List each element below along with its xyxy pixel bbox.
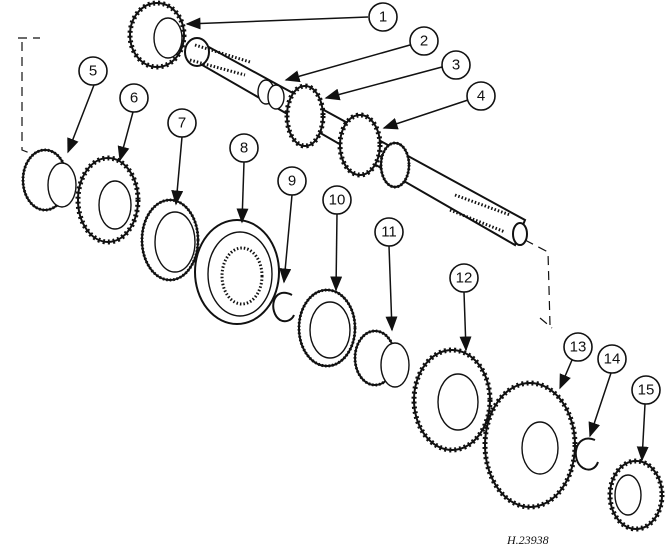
callout-label: 15 bbox=[638, 382, 655, 399]
callout-4: 4 bbox=[466, 81, 496, 111]
gear-3 bbox=[284, 83, 326, 149]
part-1-gear bbox=[127, 0, 187, 70]
callout-label: 3 bbox=[452, 57, 460, 74]
part-7-synchro-ring bbox=[140, 198, 200, 282]
callout-label: 2 bbox=[420, 33, 428, 50]
callout-14: 14 bbox=[597, 344, 627, 374]
callout-label: 11 bbox=[381, 224, 397, 241]
axis-dash-right bbox=[524, 239, 553, 329]
reference-code: H.23938 bbox=[506, 533, 549, 547]
callout-6: 6 bbox=[119, 83, 149, 113]
callout-label: 4 bbox=[477, 88, 485, 105]
part-12-gear bbox=[411, 347, 493, 453]
callout-label: 10 bbox=[329, 192, 346, 209]
callout-label: 12 bbox=[456, 270, 473, 287]
callout-label: 1 bbox=[379, 9, 387, 26]
part-15-gear bbox=[607, 458, 665, 532]
callout-3: 3 bbox=[441, 50, 471, 80]
callout-13: 13 bbox=[563, 332, 593, 362]
callout-label: 13 bbox=[570, 339, 587, 356]
part-8-synchro-hub bbox=[194, 219, 280, 325]
callout-11: 11 bbox=[374, 217, 404, 247]
part-9-circlip bbox=[272, 291, 295, 323]
callout-label: 5 bbox=[89, 63, 97, 80]
part-13-gear bbox=[482, 380, 578, 510]
callout-8: 8 bbox=[229, 133, 259, 163]
part-10-synchro-ring bbox=[297, 288, 357, 368]
callout-15: 15 bbox=[631, 375, 661, 405]
part-5-needle-bearing bbox=[21, 148, 77, 212]
callout-label: 7 bbox=[178, 115, 186, 132]
callout-label: 8 bbox=[240, 140, 248, 157]
callout-10: 10 bbox=[322, 185, 352, 215]
part-14-circlip bbox=[574, 437, 599, 471]
callout-12: 12 bbox=[449, 263, 479, 293]
gear-4 bbox=[337, 112, 411, 189]
callout-2: 2 bbox=[409, 26, 439, 56]
callout-label: 9 bbox=[288, 173, 296, 190]
callout-9: 9 bbox=[277, 166, 307, 196]
callout-7: 7 bbox=[167, 108, 197, 138]
callout-5: 5 bbox=[78, 56, 108, 86]
callout-label: 6 bbox=[130, 90, 138, 107]
axis-dash-left bbox=[18, 37, 49, 161]
callout-1: 1 bbox=[368, 2, 398, 32]
part-11-needle-bearing bbox=[353, 329, 410, 388]
part-6-gear bbox=[75, 155, 141, 245]
leader-lines bbox=[67, 16, 649, 462]
callout-label: 14 bbox=[604, 351, 621, 368]
